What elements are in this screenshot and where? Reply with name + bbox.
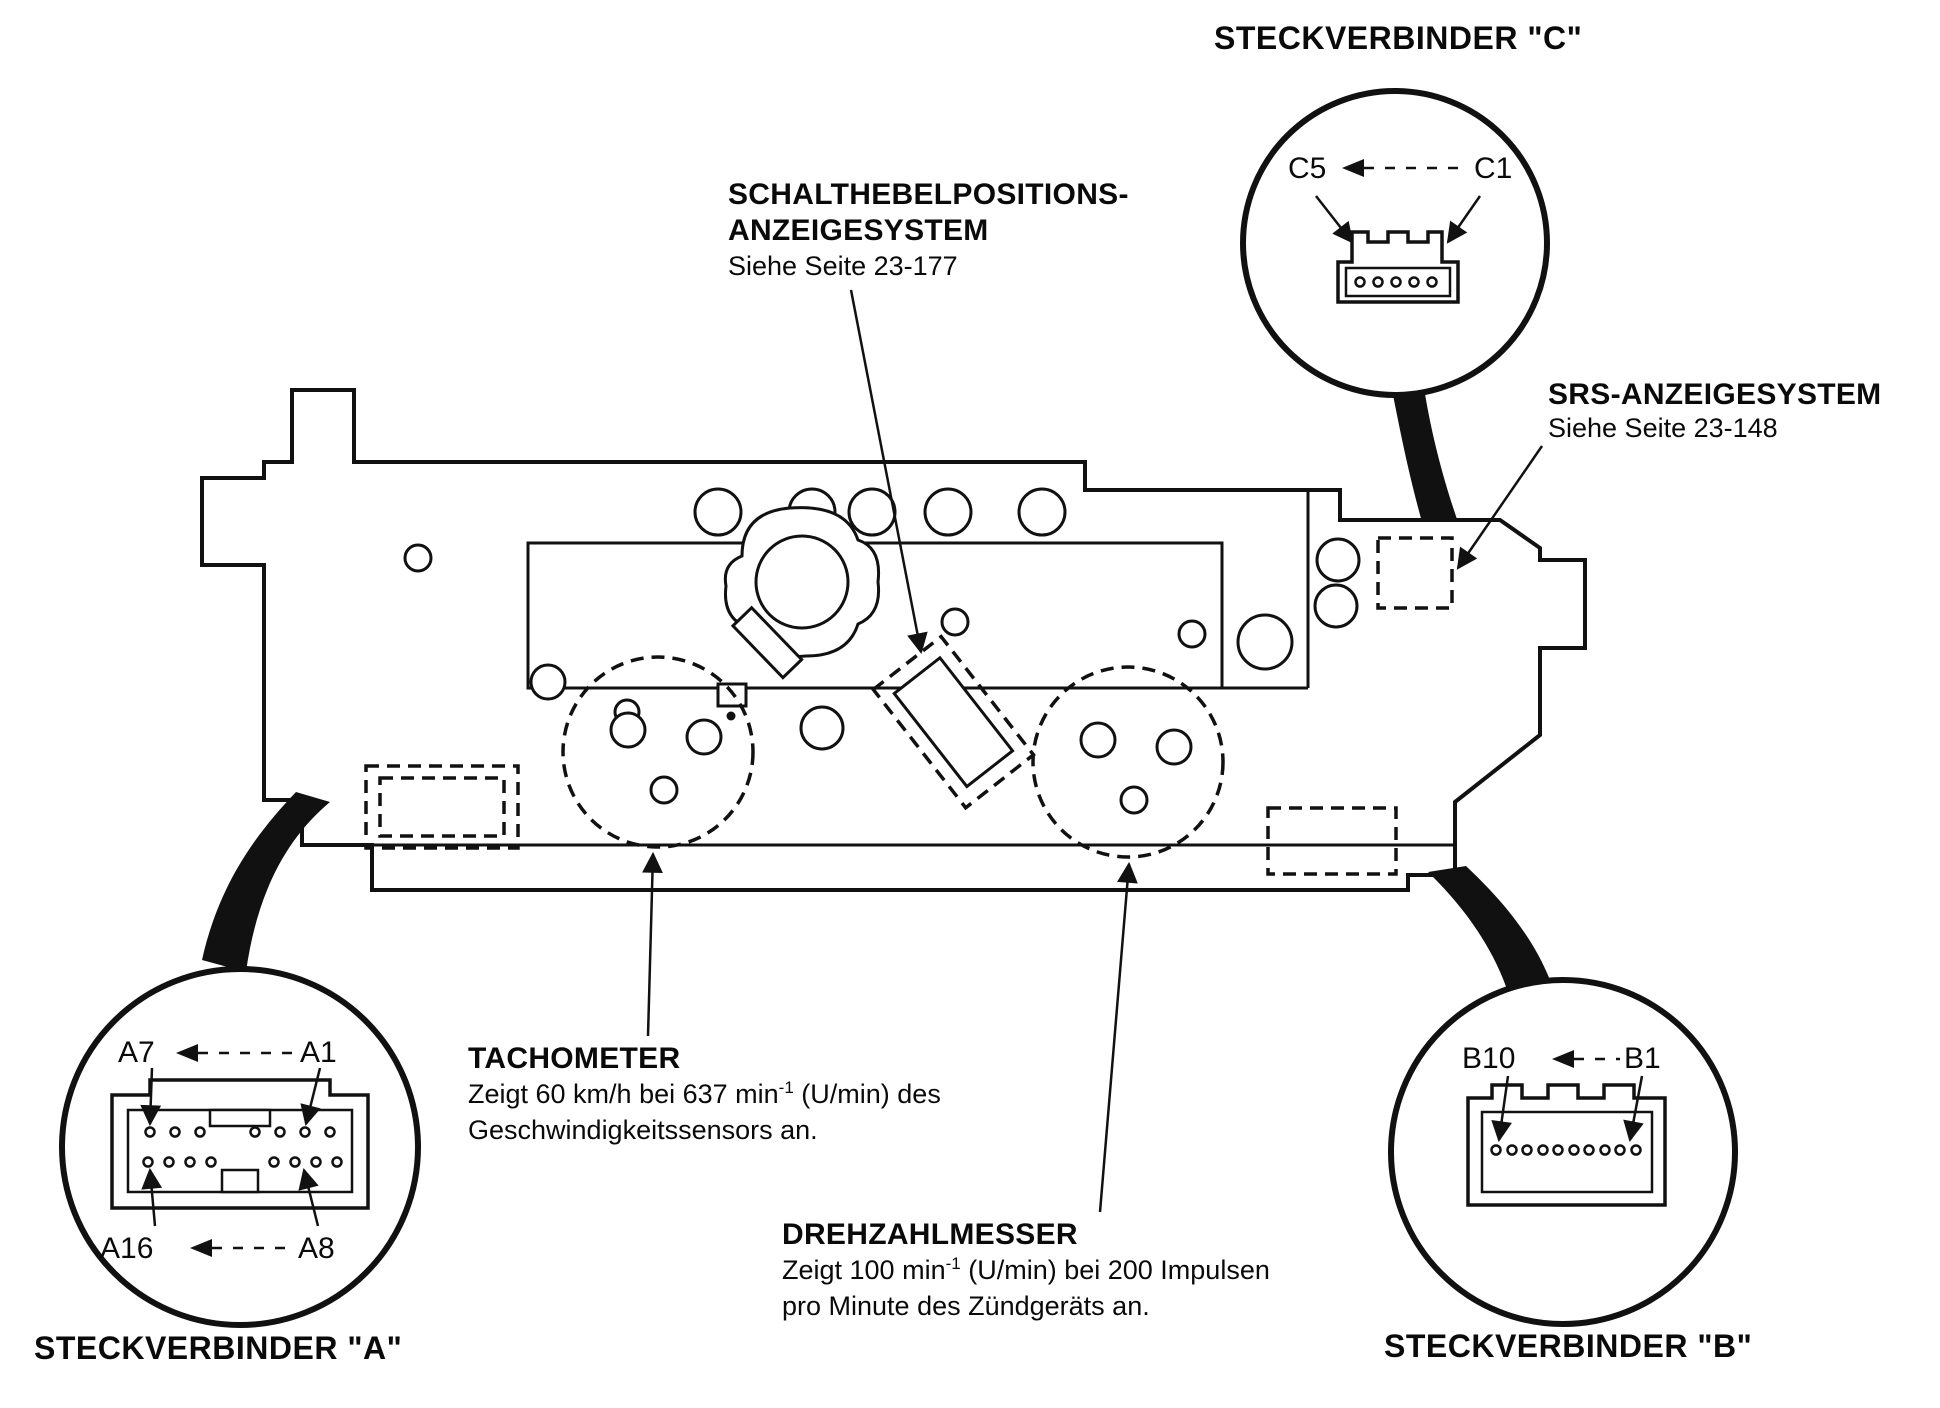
shift-indicator-title-line2: ANZEIGESYSTEM [728,214,989,247]
pin-label-b10: B10 [1462,1042,1516,1075]
tachometer-desc-line2: Geschwindigkeitssensors an. [468,1115,818,1145]
a-row2-order-arrowhead [190,1239,212,1257]
shift-indicator-component [870,634,1036,811]
connector-c-pins [1354,276,1438,288]
connector-a-pins [142,1126,343,1168]
cluster-outline [200,388,1587,892]
tachometer-desc-post: (U/min) des [793,1079,941,1109]
tachometer-dashed-circle [561,655,755,849]
magnifier-connector-b [1388,977,1738,1327]
connector-a-title: STECKVERBINDER "A" [34,1330,403,1366]
pin-label-a7: A7 [118,1036,155,1069]
drehzahlmesser-desc-post: (U/min) bei 200 Impulsen [960,1255,1270,1285]
srs-title: SRS-ANZEIGESYSTEM [1548,378,1882,411]
srs-connector-location [1376,536,1454,610]
cluster-rear-view [200,388,1587,892]
pin-label-a1: A1 [300,1036,337,1069]
drehzahlmesser-dashed-circle [1031,665,1225,859]
c-pin-order-arrowhead [1342,159,1364,177]
drehzahlmesser-desc-line1: Zeigt 100 min-1 (U/min) bei 200 Impulsen [782,1254,1270,1288]
pin-label-b1: B1 [1624,1042,1661,1075]
pin-label-a8: A8 [298,1232,335,1265]
wedge-to-connector-a [202,792,330,972]
pin-label-a16: A16 [100,1232,154,1265]
connector-b-title: STECKVERBINDER "B" [1384,1328,1753,1364]
speedometer-drive-assembly [716,506,881,721]
srs-page-ref: Siehe Seite 23-148 [1548,413,1778,443]
tachometer-leader [642,851,663,1037]
drehzahlmesser-leader [1098,861,1138,1213]
connector-b-location [1266,806,1398,876]
drehzahlmesser-title: DREHZAHLMESSER [782,1218,1078,1251]
tachometer-desc-pre: Zeigt 60 km/h bei 637 min [468,1079,779,1109]
tachometer-desc-sup: -1 [778,1078,794,1097]
connector-a-location [364,764,520,850]
tachometer-area [561,655,755,849]
pin-label-c5: C5 [1288,152,1327,185]
pin-label-c1: C1 [1474,152,1513,185]
tachometer-title: TACHOMETER [468,1042,681,1075]
magnifier-connector-c [1240,88,1550,398]
connector-c-title: STECKVERBINDER "C" [1214,20,1583,56]
srs-leader [1456,445,1544,570]
shift-indicator-page-ref: Siehe Seite 23-177 [728,251,958,281]
drehzahlmesser-desc-pre: Zeigt 100 min [782,1255,946,1285]
shift-indicator-title-line1: SCHALTHEBELPOSITIONS- [728,178,1129,211]
wedge-to-connector-c [1392,388,1458,522]
tachometer-desc-line1: Zeigt 60 km/h bei 637 min-1 (U/min) des [468,1078,941,1112]
b-pin-order-arrowhead [1552,1050,1574,1068]
a-row1-order-arrowhead [176,1044,198,1062]
drehzahlmesser-area [1031,665,1225,859]
magnifier-connector-a [59,966,421,1328]
drehzahlmesser-desc-line2: pro Minute des Zündgeräts an. [782,1291,1150,1321]
shift-indicator-leader [849,289,928,655]
wedge-to-connector-b [1428,866,1550,992]
drehzahlmesser-desc-sup: -1 [945,1254,961,1273]
connector-b-pins [1490,1144,1642,1156]
